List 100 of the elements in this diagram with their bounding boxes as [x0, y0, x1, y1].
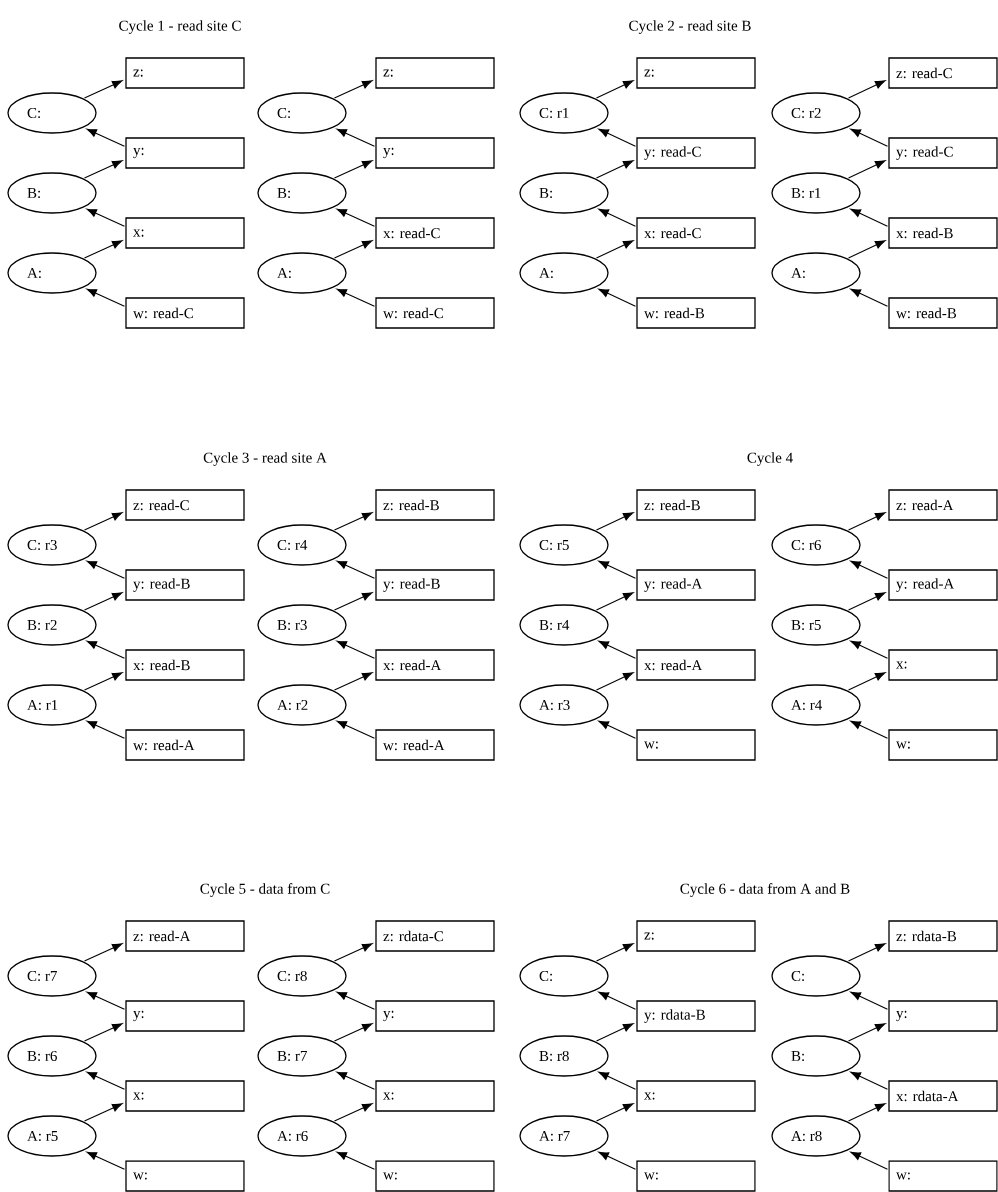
register-box: y:: [888, 1000, 998, 1032]
register-box: w:: [125, 1160, 245, 1192]
arrow: [86, 208, 125, 227]
register-box: z: rdata-C: [375, 920, 495, 952]
register-box: w:: [636, 1160, 756, 1192]
arrow: [83, 672, 123, 691]
arrow: [595, 160, 634, 179]
register-box: x: read-B: [125, 649, 245, 681]
arrow: [850, 640, 888, 659]
register-box: w:: [636, 729, 756, 761]
arrow: [83, 512, 123, 531]
register-box: z: read-B: [375, 489, 495, 521]
register-box: y: read-A: [888, 569, 998, 601]
arrow: [333, 240, 373, 259]
arrow: [333, 160, 373, 179]
cycle-title: Cycle 1 - read site C: [119, 20, 241, 34]
register-box: w: read-B: [888, 297, 998, 329]
register-box: w:: [375, 1160, 495, 1192]
register-box: z: read-C: [888, 57, 998, 89]
arrow: [336, 208, 375, 227]
arrow: [598, 991, 636, 1010]
arrow: [595, 592, 634, 611]
register-box: x:: [375, 1080, 495, 1112]
register-box: w: read-B: [636, 297, 756, 329]
arrow: [598, 288, 636, 307]
register-box: y:: [125, 1000, 245, 1032]
cycle-title: Cycle 4: [747, 452, 793, 466]
register-box: x:: [125, 217, 245, 249]
arrow: [847, 943, 886, 962]
arrow: [333, 592, 373, 611]
arrow: [598, 208, 636, 227]
arrow: [86, 991, 125, 1010]
register-box: w: read-C: [125, 297, 245, 329]
arrow: [847, 592, 886, 611]
register-box: y: read-B: [125, 569, 245, 601]
register-box: y: rdata-B: [636, 1000, 756, 1032]
arrow: [850, 208, 888, 227]
register-box: z:: [375, 57, 495, 89]
arrow: [850, 720, 888, 739]
arrow: [847, 80, 886, 99]
register-box: z: rdata-B: [888, 920, 998, 952]
arrow: [595, 943, 634, 962]
arrow: [850, 560, 888, 579]
arrow: [850, 1151, 888, 1170]
arrow: [598, 560, 636, 579]
arrow: [847, 672, 886, 691]
register-box: y: read-C: [888, 137, 998, 169]
register-box: w: read-C: [375, 297, 495, 329]
arrow: [333, 672, 373, 691]
register-box: y:: [375, 1000, 495, 1032]
arrow: [333, 512, 373, 531]
arrow: [83, 943, 123, 962]
arrow: [86, 128, 125, 147]
arrow: [850, 288, 888, 307]
arrow: [595, 240, 634, 259]
register-box: z:: [636, 57, 756, 89]
register-box: x:: [888, 649, 998, 681]
arrow: [86, 1151, 125, 1170]
register-box: y: read-B: [375, 569, 495, 601]
arrow: [83, 1023, 123, 1042]
arrow: [847, 240, 886, 259]
arrow: [598, 1151, 636, 1170]
arrow: [598, 640, 636, 659]
register-box: z: read-B: [636, 489, 756, 521]
register-box: z: read-A: [125, 920, 245, 952]
arrow: [847, 1103, 886, 1122]
arrow: [86, 288, 125, 307]
register-box: x: read-A: [636, 649, 756, 681]
arrow: [86, 720, 125, 739]
register-box: y:: [375, 137, 495, 169]
register-box: w: read-A: [375, 729, 495, 761]
register-box: x: read-C: [636, 217, 756, 249]
arrow: [598, 1071, 636, 1090]
register-box: w:: [888, 729, 998, 761]
cycle-title: Cycle 3 - read site A: [203, 452, 327, 466]
arrow: [83, 592, 123, 611]
arrow: [595, 1023, 634, 1042]
register-box: x: read-A: [375, 649, 495, 681]
arrow: [83, 240, 123, 259]
register-box: y:: [125, 137, 245, 169]
register-box: z:: [125, 57, 245, 89]
arrow: [336, 1071, 375, 1090]
arrow: [598, 720, 636, 739]
arrow: [86, 560, 125, 579]
arrow: [598, 128, 636, 147]
arrow: [333, 80, 373, 99]
cycle-title: Cycle 2 - read site B: [629, 20, 751, 34]
arrow: [847, 1023, 886, 1042]
arrow: [595, 672, 634, 691]
cycle-title: Cycle 6 - data from A and B: [680, 883, 850, 897]
arrow: [595, 1103, 634, 1122]
register-box: z:: [636, 920, 756, 952]
arrow: [847, 160, 886, 179]
register-box: x:: [125, 1080, 245, 1112]
arrow: [850, 991, 888, 1010]
register-box: y: read-C: [636, 137, 756, 169]
register-box: x:: [636, 1080, 756, 1112]
register-box: x: read-C: [375, 217, 495, 249]
register-box: y: read-A: [636, 569, 756, 601]
arrow: [336, 640, 375, 659]
